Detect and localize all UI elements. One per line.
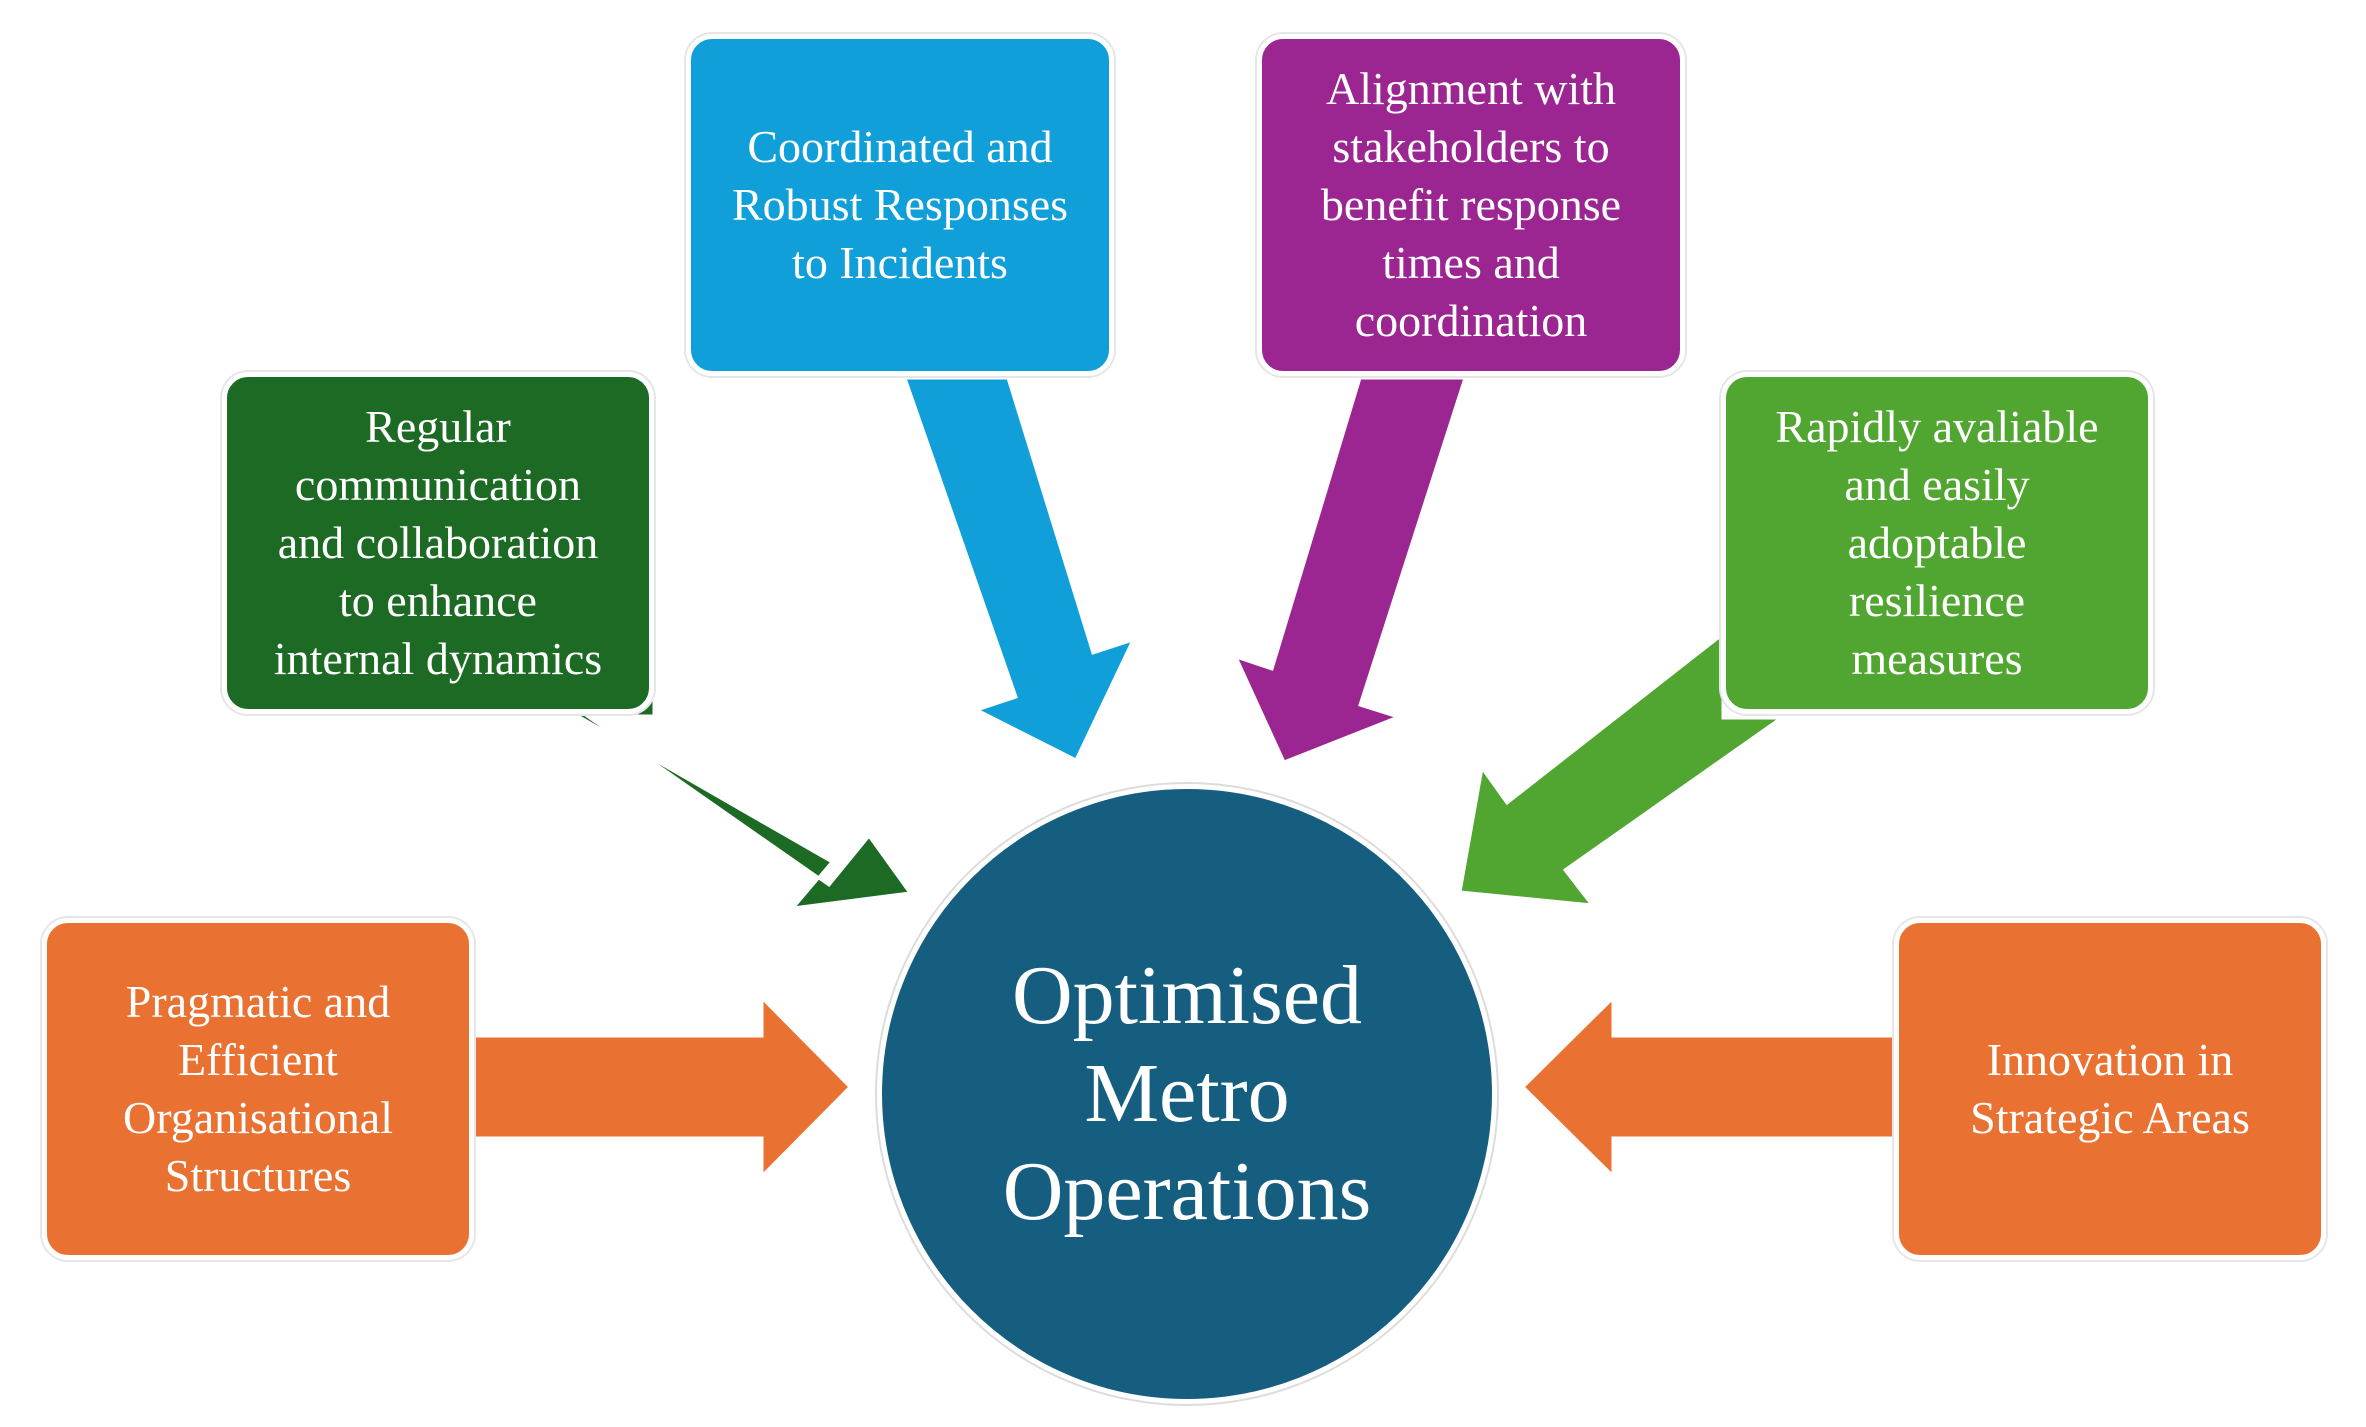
box-organisational-structures-label: Pragmatic and Efficient Organisational S… <box>123 976 393 1201</box>
box-resilience-measures: Rapidly avaliable and easily adoptable r… <box>1721 372 2153 714</box>
box-coordinated-responses: Coordinated and Robust Responses to Inci… <box>686 34 1114 376</box>
arrow-low-right <box>1520 994 1896 1180</box>
box-strategic-innovation: Innovation in Strategic Areas <box>1894 918 2326 1260</box>
arrow-low-left <box>472 994 853 1180</box>
box-coordinated-responses-label: Coordinated and Robust Responses to Inci… <box>731 121 1069 288</box>
box-resilience-measures-label: Rapidly avaliable and easily adoptable r… <box>1775 401 2099 684</box>
arrow-mid-right <box>1458 636 1786 907</box>
central-hub-circle: Optimised Metro Operations <box>877 784 1497 1404</box>
box-regular-communication: Regular communication and collaboration … <box>222 372 654 714</box>
arrow-top-center <box>902 376 1136 763</box>
box-stakeholder-alignment: Alignment with stakeholders to benefit r… <box>1257 34 1685 376</box>
box-strategic-innovation-label: Innovation in Strategic Areas <box>1970 1034 2250 1143</box>
arrow-top-right <box>1233 376 1468 764</box>
box-stakeholder-alignment-label: Alignment with stakeholders to benefit r… <box>1320 63 1622 346</box>
box-regular-communication-label: Regular communication and collaboration … <box>273 401 603 684</box>
box-organisational-structures: Pragmatic and Efficient Organisational S… <box>42 918 474 1260</box>
central-hub-label: Optimised Metro Operations <box>1002 949 1372 1238</box>
